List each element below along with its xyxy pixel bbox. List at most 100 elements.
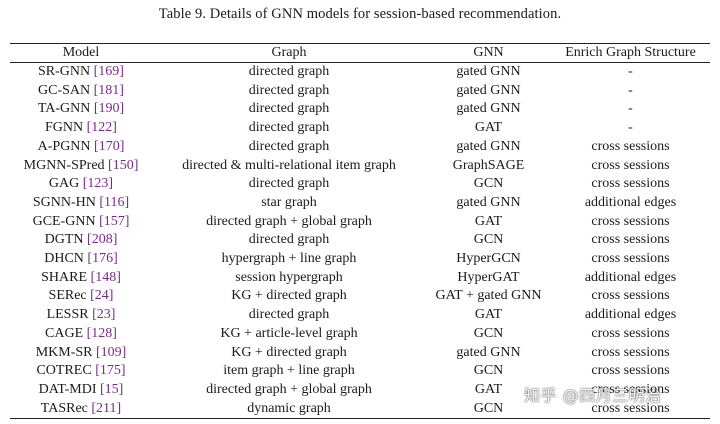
header-row: Model Graph GNN Enrich Graph Structure [10,43,710,63]
model-cell: LESSR [23] [10,306,152,325]
model-name: A-PGNN [37,138,91,154]
graph-cell: directed graph [248,64,330,79]
citation-link[interactable]: [170] [94,138,125,154]
model-cell: MKM-SR [109] [10,344,152,363]
model-name: DGTN [44,232,84,248]
model-name: MKM-SR [35,344,93,360]
citation-link[interactable]: [109] [95,344,127,360]
graph-cell: star graph [261,194,317,210]
table-row: MGNN-SPred [150] directed & multi-relatio… [10,157,710,176]
enrich-cell: cross sessions [591,157,670,173]
gnn-cell: HyperGCN [456,251,521,267]
citation-link[interactable]: [157] [99,213,130,229]
graph-cell: directed & multi-relational item graph [182,157,396,173]
citation-link[interactable]: [23] [92,307,116,323]
model-name: SR-GNN [38,64,91,79]
gnn-cell: gated GNN [456,64,521,79]
graph-cell: directed graph + global graph [206,381,372,397]
graph-cell: directed graph + global graph [206,213,372,229]
graph-cell: dynamic graph [152,399,426,420]
graph-cell: directed graph [248,138,330,154]
enrich-cell: additional edges [584,194,677,210]
header-model: Model [10,43,152,63]
graph-cell: directed graph [248,101,330,117]
graph-cell: directed graph [248,82,330,98]
citation-link[interactable]: [176] [87,251,118,267]
citation-link[interactable]: [211] [91,400,122,416]
citation-link[interactable]: [148] [90,269,121,285]
citation-link[interactable]: [150] [108,157,139,173]
table-body: SR-GNN [169] directed graph gated GNN - GC-S… [10,63,710,420]
gnn-cell: GAT [474,381,503,397]
gnn-cell: HyperGAT [457,269,520,285]
table-row: GCE-GNN [157]directed graph + global gra… [10,213,710,232]
model-cell: DHCN [176] [10,250,152,269]
citation-link[interactable]: [123] [82,176,114,192]
model-cell: TASRec [211] [10,399,152,420]
citation-link[interactable]: [169] [93,64,124,79]
graph-cell: item graph + line graph [223,363,355,379]
model-cell: MGNN-SPred [150] [10,157,152,176]
enrich-cell: cross sessions [591,251,670,267]
model-name: TA-GNN [37,101,91,117]
gnn-cell: GAT [474,120,503,136]
enrich-cell: cross sessions [551,399,710,420]
graph-cell: directed graph [248,120,330,136]
gnn-cell: GCN [473,325,504,341]
enrich-cell: cross sessions [591,213,670,229]
model-name: SGNN-HN [32,194,96,210]
gnn-cell: gated GNN [456,101,521,117]
enrich-cell: cross sessions [591,288,670,304]
citation-link[interactable]: [24] [90,288,114,304]
model-cell: FGNN [122] [10,119,152,138]
citation-link[interactable]: [181] [93,82,124,98]
gnn-cell: GraphSAGE [452,157,525,173]
gnn-cell: gated GNN [456,82,521,98]
model-cell: A-PGNN [170] [10,138,152,157]
model-cell: COTREC [175] [10,362,152,381]
citation-link[interactable]: [190] [93,101,125,117]
gnn-cell: gated GNN [456,138,521,154]
table-row: FGNN [122] directed graph GAT - [10,119,710,138]
graph-cell: KG + article-level graph [220,325,358,341]
table-container: Model Graph GNN Enrich Graph Structure S… [10,43,710,420]
enrich-cell: cross sessions [591,232,670,248]
model-cell: SGNN-HN [116] [10,194,152,213]
model-cell: TA-GNN [190] [10,100,152,119]
model-cell: CAGE [128] [10,325,152,344]
model-cell: SERec [24] [10,287,152,306]
citation-link[interactable]: [208] [87,232,118,248]
citation-link[interactable]: [116] [99,194,130,210]
header-enrich-graph-structure: Enrich Graph Structure [551,43,710,63]
graph-cell: session hypergraph [235,269,343,285]
model-name: SERec [48,288,87,304]
citation-link[interactable]: [15] [100,381,124,397]
enrich-cell: - [628,120,633,136]
model-name: LESSR [46,307,89,323]
table-row: TA-GNN [190] directed graph gated GNN - [10,100,710,119]
graph-cell: directed graph [248,232,330,248]
citation-link[interactable]: [122] [86,120,117,136]
citation-link[interactable]: [128] [86,325,117,341]
model-name: CAGE [45,325,84,341]
model-name: DHCN [44,251,84,267]
model-name: GAG [48,176,80,192]
gnn-cell: GAT [474,213,503,229]
enrich-cell: cross sessions [591,176,670,192]
model-name: DAT-MDI [38,381,97,397]
table-header: Model Graph GNN Enrich Graph Structure [10,43,710,63]
enrich-cell: - [628,101,633,117]
gnn-cell: GCN [473,232,504,248]
graph-cell: directed graph [248,176,330,192]
model-cell: GC-SAN [181] [10,82,152,101]
citation-link[interactable]: [175] [95,363,126,379]
